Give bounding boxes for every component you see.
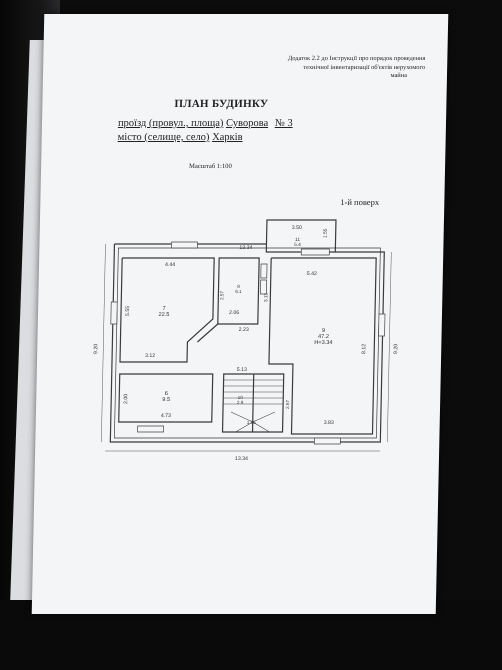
room9-outline (268, 257, 377, 435)
room6-area: 9.5 (162, 397, 170, 403)
dim-left-total: 9.20 (93, 344, 99, 354)
dim-stair-top: 5.13 (237, 367, 247, 373)
chimney (260, 263, 268, 279)
stair-steps (223, 379, 284, 433)
dim-porch-depth: 1.55 (323, 228, 329, 238)
dim-room7-top: 4.44 (165, 262, 175, 268)
dim-bottom-total: 13.34 (235, 456, 248, 462)
dim-right-total: 9.20 (393, 344, 399, 354)
wall-outer (109, 244, 385, 443)
room11-number: 11 (295, 237, 300, 243)
hall-wall (197, 323, 219, 343)
window-bottom-left (137, 425, 165, 433)
dim-room8-bottom: 2.06 (229, 310, 239, 316)
room8-area: 6.1 (235, 289, 242, 294)
room9-number: 9 (322, 328, 325, 334)
room7-area: 22.5 (158, 312, 169, 318)
room10-area: 2.9 (237, 400, 244, 405)
room7-number: 7 (162, 306, 165, 312)
porch-outline (265, 219, 337, 253)
window-left (110, 301, 118, 325)
dim-top-total: 13.34 (239, 245, 252, 251)
dim-left (101, 244, 106, 442)
dim-room8-side: 3.13 (263, 293, 268, 302)
room11-area: 5.4 (294, 242, 301, 248)
window-bottom-right (313, 437, 341, 445)
room10-number: 10 (238, 395, 244, 400)
room9-height: H=3.34 (314, 340, 332, 346)
dim-porch-width: 3.50 (292, 225, 302, 231)
room8-outline (217, 257, 260, 325)
room9-area: 47.2 (318, 334, 329, 340)
dim-stair-bottom: 1.55 (247, 420, 256, 425)
room6-outline (118, 373, 214, 423)
dim-room8-height: 2.57 (219, 291, 224, 300)
wall-inner-line (114, 247, 381, 439)
window-top-right (300, 248, 330, 256)
dim-room7-bottom: 3.12 (145, 353, 155, 359)
dim-room6-side: 2.00 (123, 394, 129, 404)
dim-room9-top: 5.42 (307, 271, 317, 277)
dim-room9-side: 8.12 (361, 344, 367, 354)
dim-hall-width: 2.23 (239, 327, 249, 333)
room7-outline (119, 257, 215, 363)
floor-plan: 3.50 1.55 13.34 4.44 5.55 9.20 3.12 2.57… (93, 219, 399, 462)
room8-number: 8 (237, 284, 240, 289)
room6-number: 6 (165, 391, 168, 397)
window-right (378, 313, 386, 337)
dim-stair-side: 2.57 (285, 400, 290, 409)
dim-right (387, 252, 392, 442)
chimney-2 (260, 279, 268, 295)
dim-room9-bottom: 3.83 (324, 420, 334, 426)
window-top-left (171, 241, 198, 249)
dim-room7-side: 5.55 (125, 306, 131, 316)
dim-room6-bottom: 4.73 (161, 413, 171, 419)
document-page: Додаток 2.2 до Інструкції про порядок пр… (31, 14, 449, 614)
